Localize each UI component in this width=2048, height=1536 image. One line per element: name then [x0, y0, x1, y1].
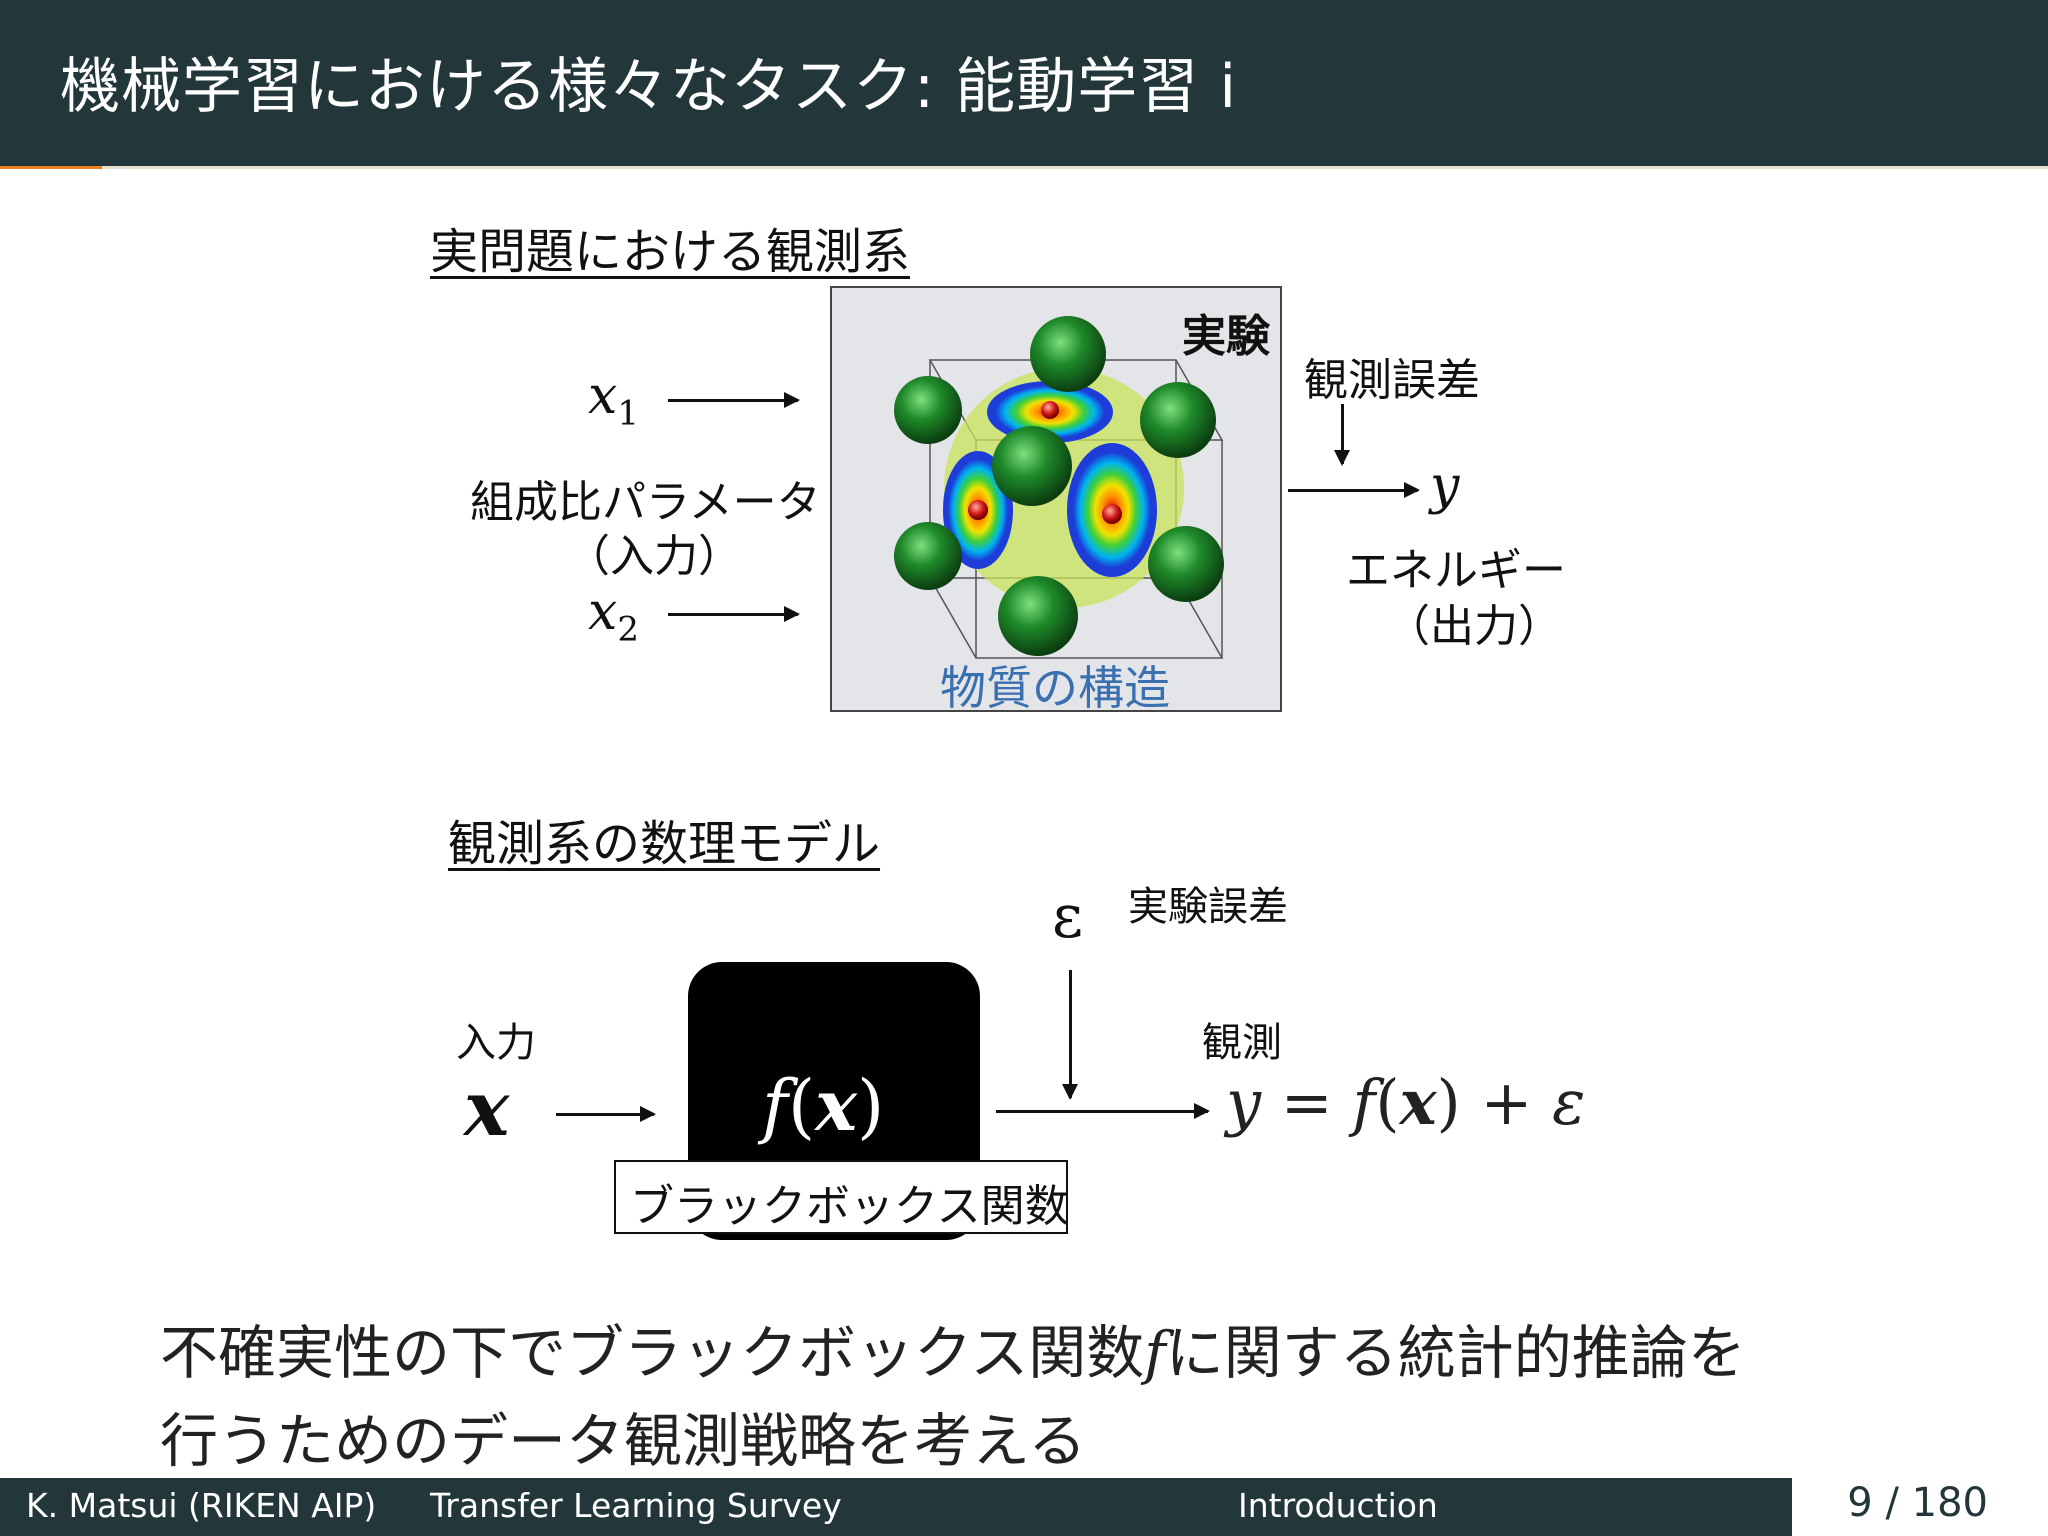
- footer-title: Transfer Learning Survey: [430, 1486, 842, 1525]
- experiment-box: [830, 286, 1282, 712]
- input-label-model: 入力: [456, 1020, 536, 1066]
- frame-header: 機械学習における様々なタスク: 能動学習 i: [0, 0, 2048, 166]
- input-arrow: [556, 1106, 656, 1122]
- math-model-heading: 観測系の数理モデル: [448, 816, 881, 872]
- noise-down-arrow: [1334, 404, 1350, 466]
- page-number: 9 / 180: [1847, 1480, 1988, 1526]
- footer-section: Introduction: [1238, 1486, 1438, 1525]
- function-symbol: f(x): [762, 1064, 885, 1147]
- observation-arrow: [996, 1103, 1210, 1119]
- output-paren-label: （出力）: [1386, 601, 1562, 652]
- observation-equation: y = f(x) + ε: [1226, 1066, 1586, 1139]
- output-arrow: [1288, 482, 1420, 498]
- epsilon-down-arrow: [1062, 970, 1078, 1100]
- y-symbol: y: [1430, 456, 1460, 516]
- epsilon-symbol: ε: [1052, 882, 1084, 952]
- experiment-label: 実験: [1182, 311, 1270, 362]
- footer-author: K. Matsui (RIKEN AIP): [26, 1486, 377, 1525]
- observation-noise-label: 観測誤差: [1304, 355, 1480, 406]
- output-label: エネルギー: [1346, 545, 1566, 596]
- x1-arrow: [668, 392, 800, 408]
- experiment-noise-label: 実験誤差: [1128, 884, 1288, 930]
- crystal-structure-image: [894, 316, 1224, 659]
- blackbox-label: ブラックボックス関数: [630, 1181, 1069, 1232]
- input-label: 組成比パラメータ: [470, 477, 821, 528]
- x-input-symbol: x: [464, 1064, 510, 1153]
- conclusion-line-1: 不確実性の下でブラックボックス関数fに関する統計的推論を: [160, 1319, 1746, 1387]
- x2-symbol: x2: [588, 582, 639, 650]
- header-accent-line: [0, 166, 2048, 169]
- input-paren-label: （入力）: [566, 531, 742, 582]
- blackbox-label-box: [614, 1160, 1068, 1234]
- conclusion-line-2: 行うためのデータ観測戦略を考える: [160, 1407, 1087, 1475]
- frame-title: 機械学習における様々なタスク: 能動学習 i: [60, 52, 1238, 122]
- footer-bar: [0, 1478, 1792, 1536]
- x2-arrow: [668, 606, 800, 622]
- structure-label: 物質の構造: [940, 661, 1170, 715]
- observation-label: 観測: [1202, 1020, 1282, 1066]
- real-system-heading: 実問題における観測系: [430, 224, 911, 280]
- x1-symbol: x1: [588, 366, 639, 434]
